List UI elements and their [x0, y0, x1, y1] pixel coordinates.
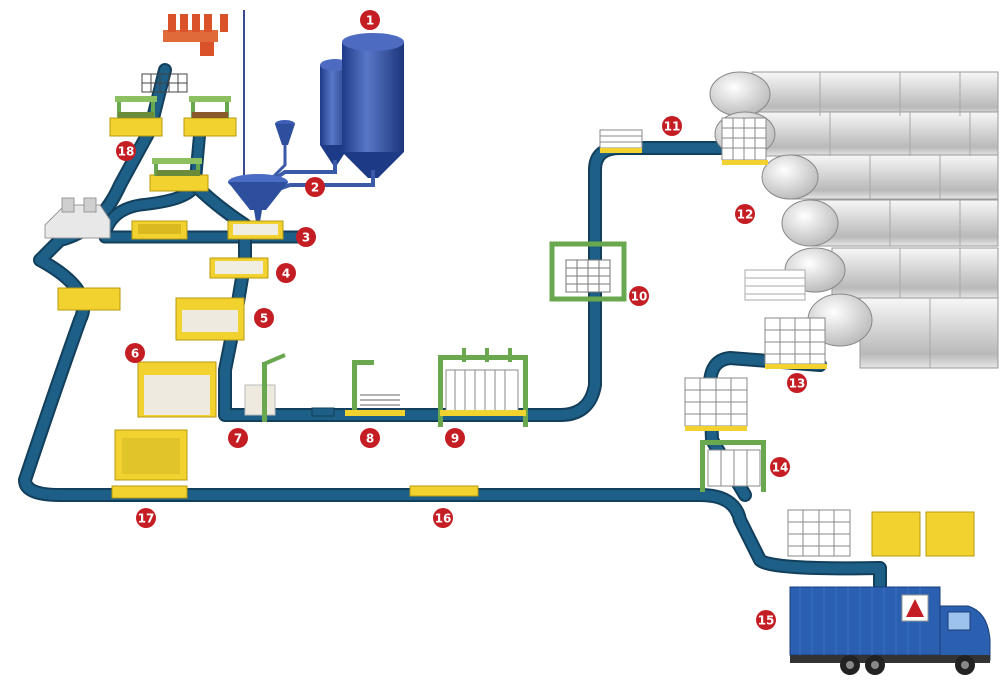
assembly-station-left [109, 96, 163, 137]
step-marker-label: 8 [366, 432, 374, 446]
return-mold-left [57, 287, 121, 311]
step-marker-label: 4 [282, 267, 290, 281]
empty-mold-top [131, 220, 188, 240]
return-mold-17 [111, 429, 188, 499]
step-marker-circle [254, 308, 274, 328]
green-blocks-11 [599, 129, 643, 153]
step-marker-circle [662, 116, 682, 136]
step-marker-10: 10 [629, 286, 649, 306]
step-marker-label: 12 [737, 208, 754, 222]
rebar-mesh-grid [141, 73, 188, 93]
assembly-station-right [183, 96, 237, 137]
step-marker-18: 18 [116, 141, 136, 161]
step-marker-label: 9 [451, 432, 459, 446]
step-marker-1: 1 [360, 10, 380, 30]
cage-transfer-station [149, 158, 209, 192]
pouring-mixer [228, 174, 288, 222]
finished-stack-13 [764, 317, 827, 369]
rebar-cutter [163, 14, 228, 56]
step-marker-label: 17 [138, 512, 155, 526]
step-marker-circle [276, 263, 296, 283]
step-marker-17: 17 [136, 508, 156, 528]
step-marker-circle [296, 227, 316, 247]
raw-material-silos [243, 10, 404, 194]
step-marker-14: 14 [770, 457, 790, 477]
step-marker-circle [125, 343, 145, 363]
cutting-machine-8 [345, 360, 405, 416]
step-marker-label: 10 [631, 290, 648, 304]
step-marker-label: 3 [302, 231, 310, 245]
ferry-car-16 [409, 485, 479, 497]
step-marker-circle [735, 204, 755, 224]
product-stack-lower [787, 509, 851, 557]
step-marker-circle [787, 373, 807, 393]
packaged-pallets [871, 511, 975, 557]
delivery-truck [789, 586, 991, 675]
step-marker-circle [360, 428, 380, 448]
filled-mold-3 [227, 220, 284, 240]
step-marker-9: 9 [445, 428, 465, 448]
step-marker-label: 6 [131, 347, 139, 361]
crane-10 [549, 241, 627, 302]
step-marker-7: 7 [228, 428, 248, 448]
step-marker-label: 18 [118, 145, 135, 159]
step-marker-circle [305, 177, 325, 197]
step-marker-circle [770, 457, 790, 477]
step-marker-2: 2 [305, 177, 325, 197]
curing-mold-5 [175, 297, 245, 341]
rebar-cage-area [109, 14, 237, 192]
step-marker-13: 13 [787, 373, 807, 393]
finished-stack-upper-14 [684, 377, 748, 431]
step-marker-label: 15 [758, 614, 775, 628]
step-marker-label: 13 [789, 377, 806, 391]
step-marker-circle [360, 10, 380, 30]
cutting-machine-9 [438, 348, 528, 427]
step-marker-15: 15 [756, 610, 776, 630]
step-marker-8: 8 [360, 428, 380, 448]
conveyor-track [18, 63, 887, 592]
step-marker-3: 3 [296, 227, 316, 247]
autoclave-group-12 [709, 71, 999, 369]
step-marker-6: 6 [125, 343, 145, 363]
step-marker-circle [756, 610, 776, 630]
block-stack-entering-autoclave [721, 117, 768, 165]
step-marker-circle [433, 508, 453, 528]
step-marker-label: 2 [311, 181, 319, 195]
step-marker-12: 12 [735, 204, 755, 224]
step-marker-16: 16 [433, 508, 453, 528]
step-marker-11: 11 [662, 116, 682, 136]
transfer-plate [311, 407, 335, 417]
step-marker-label: 11 [664, 120, 681, 134]
unloading-crane-14 [700, 440, 766, 492]
step-marker-label: 1 [366, 14, 374, 28]
demolding-station-6 [137, 361, 217, 418]
mold-cleaning-machine [44, 197, 111, 239]
step-marker-circle [445, 428, 465, 448]
filled-mold-4 [209, 257, 269, 279]
step-marker-label: 14 [772, 461, 789, 475]
step-marker-circle [228, 428, 248, 448]
block-stack-exiting-autoclave [744, 269, 806, 301]
step-marker-circle [629, 286, 649, 306]
tilting-crane-7 [262, 353, 286, 422]
step-marker-label: 16 [435, 512, 452, 526]
step-marker-label: 7 [234, 432, 242, 446]
step-marker-circle [116, 141, 136, 161]
cake-block-7 [244, 384, 276, 416]
step-marker-label: 5 [260, 312, 268, 326]
step-marker-4: 4 [276, 263, 296, 283]
step-marker-5: 5 [254, 308, 274, 328]
step-marker-circle [136, 508, 156, 528]
